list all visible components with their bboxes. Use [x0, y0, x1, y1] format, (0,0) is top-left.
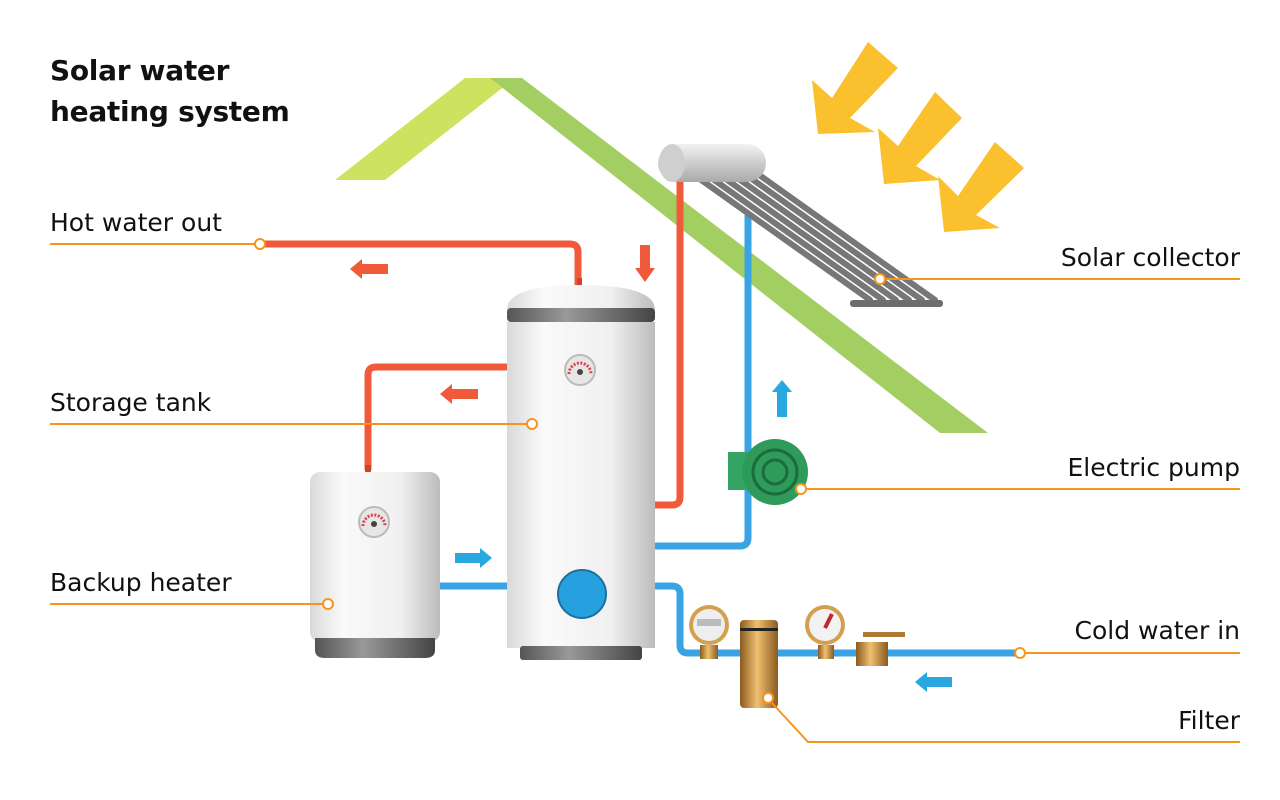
hot-pipes [262, 180, 684, 509]
hot-flow-arrows [350, 245, 655, 404]
label-backup-heater: Backup heater [50, 568, 232, 597]
sun-arrow-icon [878, 92, 962, 184]
roof-right [490, 78, 988, 433]
sun-arrow-icon [938, 142, 1024, 232]
label-electric-pump: Electric pump [1067, 453, 1240, 482]
arrow-down-icon [635, 245, 655, 282]
arrow-left-icon [915, 672, 952, 692]
label-hot-water-out: Hot water out [50, 208, 222, 237]
thermometer-icon [564, 354, 596, 386]
arrow-left-icon [440, 384, 478, 404]
diagram-title: Solar water heating system [50, 50, 290, 132]
title-line-2: heating system [50, 95, 290, 128]
storage-tank [507, 278, 655, 660]
filter-assembly [689, 605, 905, 708]
sun-arrows [812, 42, 1024, 232]
leader-dots [254, 238, 1026, 704]
label-solar-collector: Solar collector [1060, 243, 1240, 272]
thermometer-icon [358, 506, 390, 538]
label-filter: Filter [1178, 706, 1240, 735]
backup-heater [310, 465, 440, 658]
leader-lines [50, 243, 1240, 743]
cold-flow-arrows [455, 380, 952, 692]
sun-arrow-icon [812, 42, 898, 134]
arrow-left-icon [350, 259, 388, 279]
electric-pump [728, 439, 808, 505]
arrow-right-icon [455, 548, 492, 568]
label-cold-water-in: Cold water in [1074, 616, 1240, 645]
arrow-up-icon [772, 380, 792, 417]
label-storage-tank: Storage tank [50, 388, 212, 417]
cold-pipes [440, 215, 1018, 657]
roof-left [335, 78, 515, 180]
solar-collector [658, 144, 943, 307]
title-line-1: Solar water [50, 54, 230, 87]
